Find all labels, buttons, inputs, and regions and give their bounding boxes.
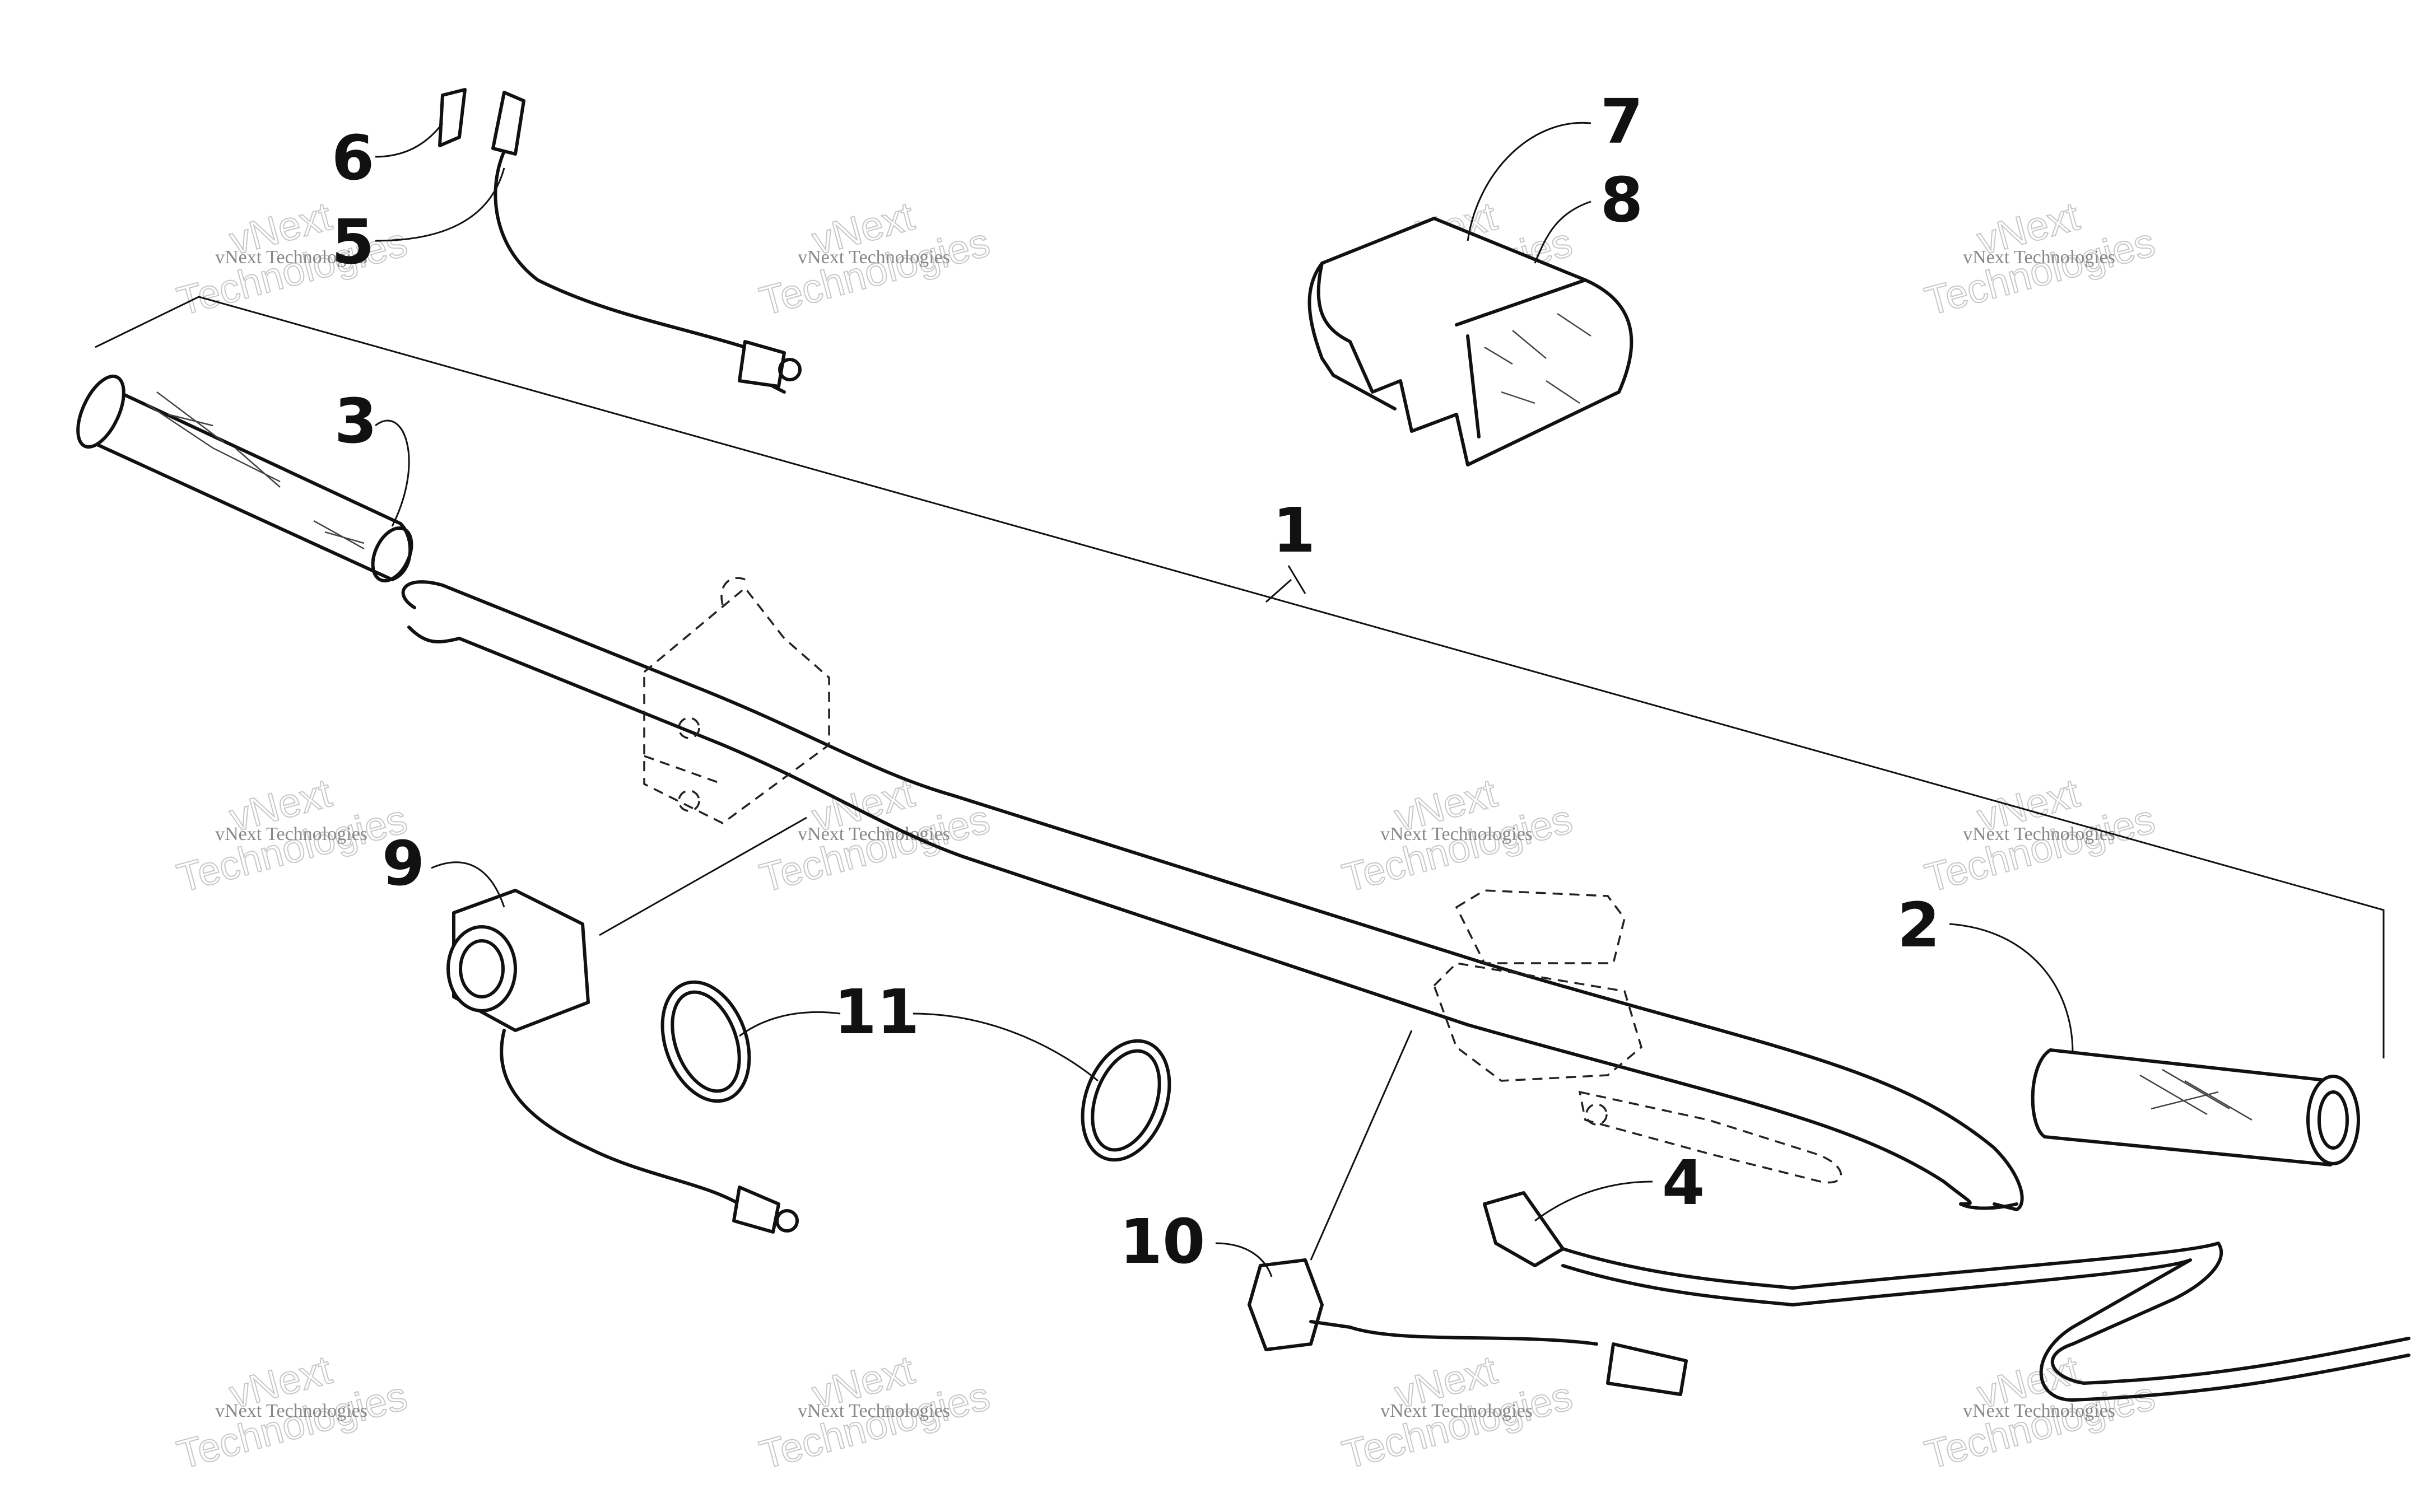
watermark-small: vNext Technologies [798, 1401, 950, 1421]
switch-9 [446, 889, 799, 1234]
callout-11: 11 [834, 976, 919, 1048]
switch-housing-phantom [643, 577, 830, 825]
callout-10: 10 [1119, 1206, 1205, 1277]
callout-5: 5 [332, 206, 375, 278]
watermark-small: vNext Technologies [215, 1401, 367, 1421]
watermark-small: vNext Technologies [1963, 247, 2115, 268]
harness-4 [1483, 1191, 2410, 1402]
watermark-small: vNext Technologies [1380, 1401, 1533, 1421]
watermark-small: vNext Technologies [215, 824, 367, 844]
callout-9: 9 [382, 828, 425, 899]
watermark-small: vNext Technologies [798, 247, 950, 268]
clamp-straps-11 [660, 980, 1171, 1162]
heater-wire-5 [438, 88, 802, 394]
callout-6: 6 [332, 122, 375, 194]
callout-7: 7 [1600, 86, 1644, 157]
switch-10 [1248, 1258, 1688, 1396]
callout-3: 3 [334, 385, 378, 457]
left-grip [76, 374, 413, 583]
leader-lines [375, 122, 2074, 1277]
handlebar [401, 580, 2024, 1211]
right-grip [2031, 1048, 2360, 1166]
callout-4: 4 [1662, 1147, 1705, 1219]
watermark-small: vNext Technologies [215, 247, 367, 268]
callout-2: 2 [1897, 889, 1940, 961]
callout-1: 1 [1273, 494, 1316, 566]
assembly-bracket [95, 296, 2385, 1058]
master-cylinder-phantom [1432, 889, 1842, 1184]
callout-8: 8 [1600, 164, 1644, 236]
watermark-small: vNext Technologies [1963, 1401, 2115, 1421]
watermark-small: vNext Technologies [1963, 824, 2115, 844]
handlebar-pad [1307, 217, 1634, 466]
callout-labels: 1 2 3 4 5 6 7 8 9 10 11 [332, 86, 1940, 1277]
watermark-small: vNext Technologies [1380, 824, 1533, 844]
